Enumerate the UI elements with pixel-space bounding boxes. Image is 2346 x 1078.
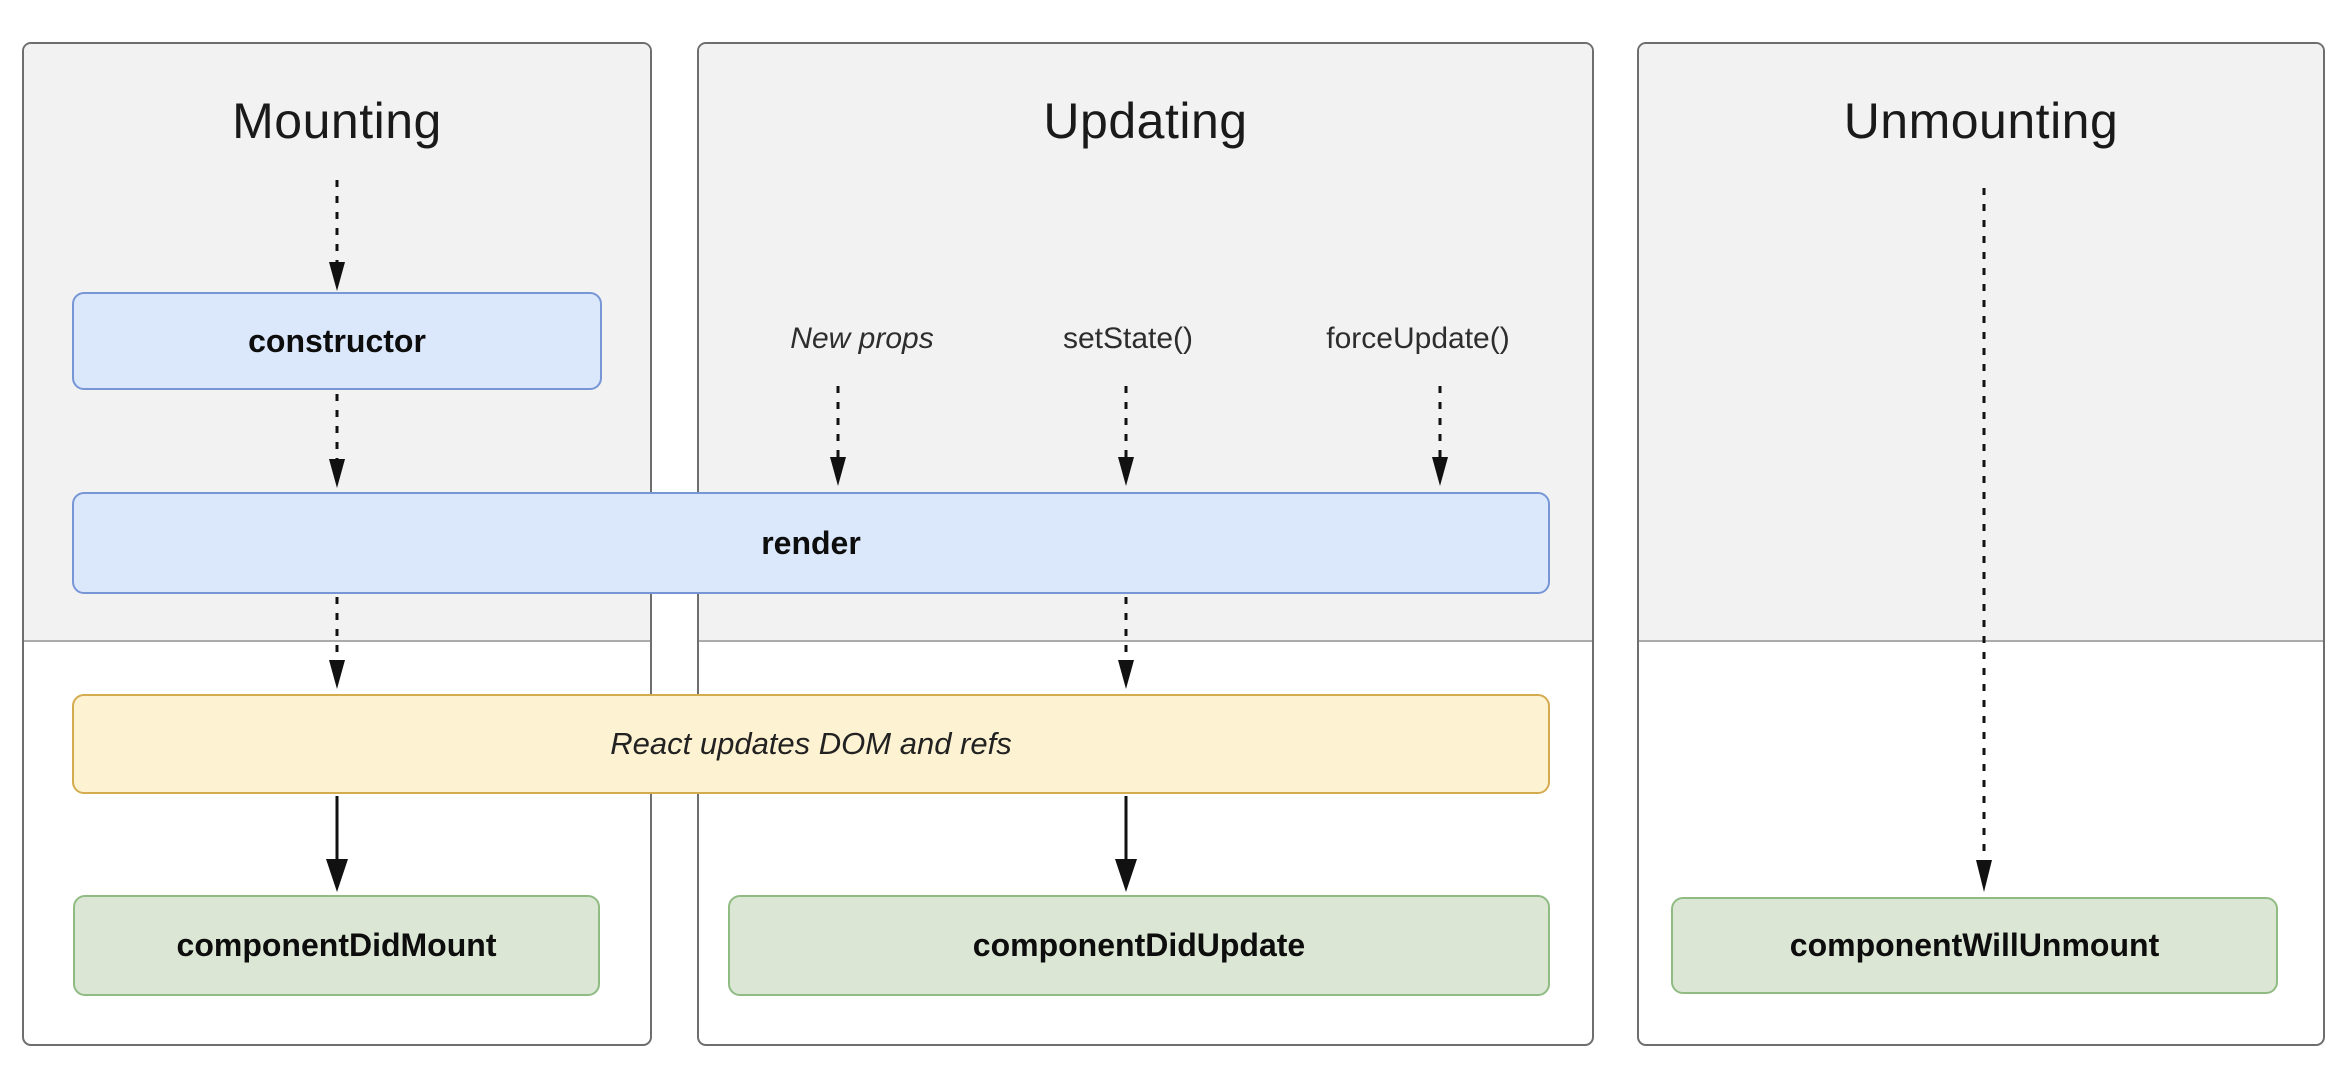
panel-title-updating: Updating (1043, 93, 1248, 149)
panel-title-mounting: Mounting (232, 93, 442, 149)
panel-title-unmounting: Unmounting (1843, 93, 2119, 149)
panel-unmounting: Unmounting (1637, 42, 2325, 1046)
box-react-updates-dom-and-refs: React updates DOM and refs (72, 694, 1550, 794)
trigger-new-props-label: New props (790, 322, 934, 355)
box-component-will-unmount: componentWillUnmount (1671, 897, 2278, 994)
trigger-force-update-label: forceUpdate() (1326, 322, 1510, 355)
box-component-did-update: componentDidUpdate (728, 895, 1550, 996)
box-component-did-mount: componentDidMount (73, 895, 600, 996)
unmounting-render-phase-background (1639, 44, 2323, 642)
box-render: render (72, 492, 1550, 594)
trigger-set-state-label: setState() (1062, 322, 1194, 355)
box-constructor: constructor (72, 292, 602, 390)
